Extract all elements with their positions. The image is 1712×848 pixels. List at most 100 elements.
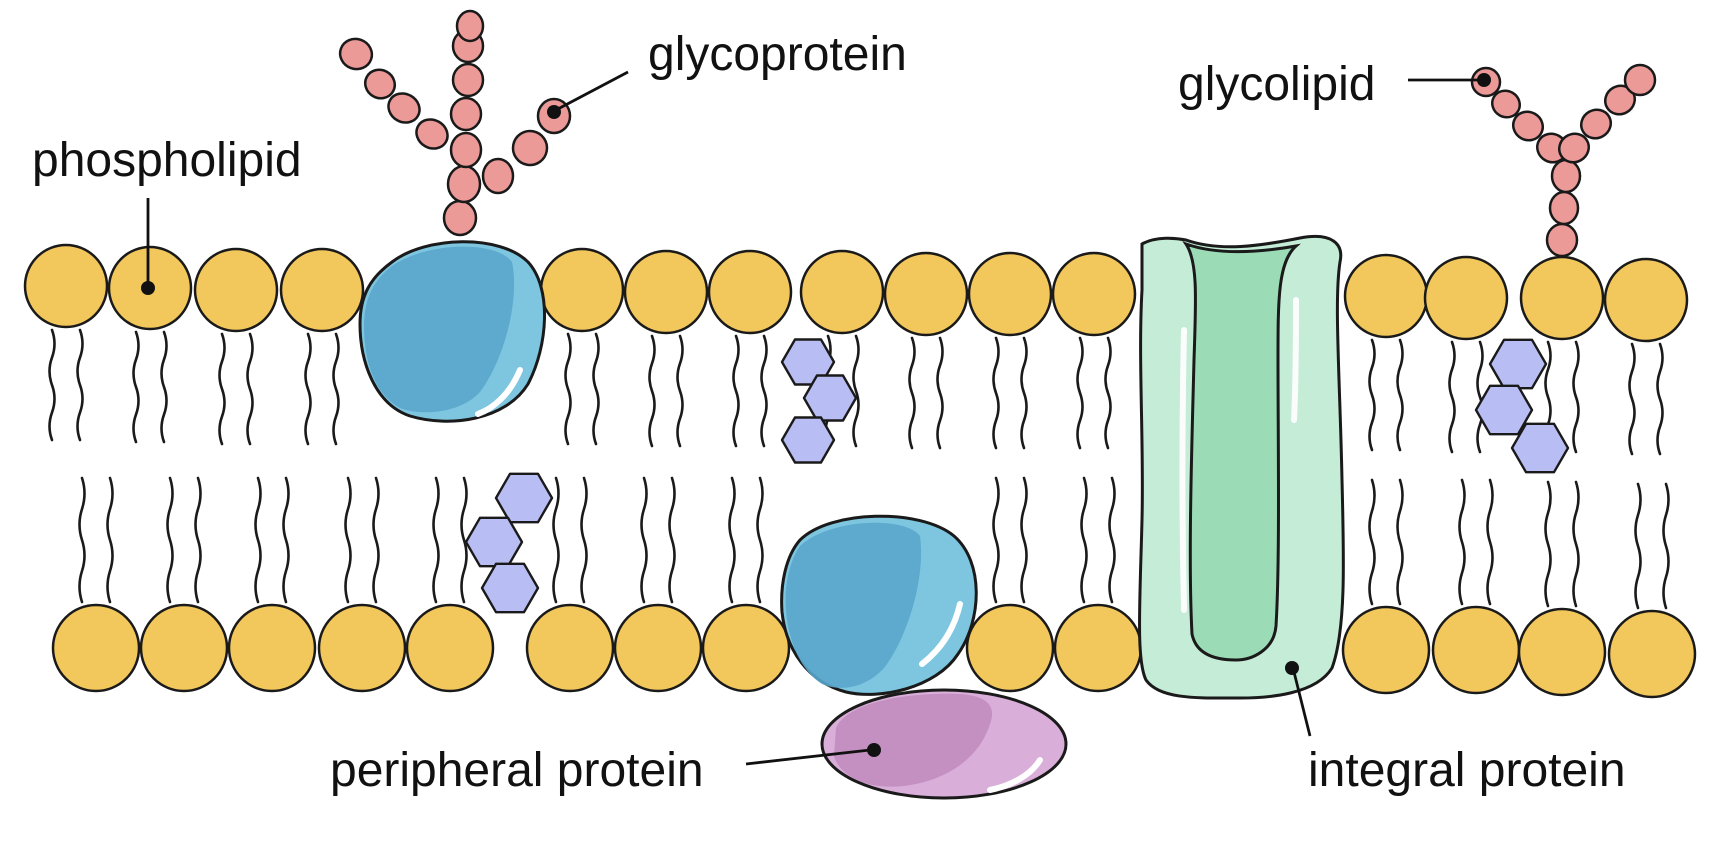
phospholipid-head (1519, 255, 1605, 341)
phospholipid-tail (282, 476, 290, 604)
phospholipid-tail (564, 332, 572, 446)
sugar-unit (449, 131, 483, 169)
phospholipid-tail (432, 476, 440, 604)
cholesterol-ring (780, 416, 836, 464)
glycoprotein-leader (555, 70, 629, 112)
cholesterol-ring (494, 472, 554, 524)
phospholipid-tail (194, 476, 202, 604)
phospholipid-head (1517, 607, 1607, 697)
phospholipid-head (539, 247, 625, 333)
phospholipid-tails (48, 328, 1670, 610)
cholesterol-ring (464, 516, 524, 568)
phospholipid-tail (218, 332, 226, 446)
peripheral-protein-highlight (987, 757, 1043, 793)
phospholipid-tail (732, 334, 740, 448)
phospholipid-tail (756, 476, 764, 604)
sugar-unit (1511, 110, 1545, 142)
protein-lower-highlight (919, 601, 963, 667)
phospholipid-tail (760, 334, 768, 448)
phospholipid-head (799, 249, 885, 335)
phospholipid-tail (1020, 476, 1028, 604)
glycoprotein-shade (364, 246, 515, 413)
phospholipid-head (707, 249, 793, 335)
phospholipid-tail (1368, 478, 1376, 606)
phospholipid-tail (460, 476, 468, 604)
phospholipid-tail (166, 476, 174, 604)
peripheral-protein-dot (867, 743, 881, 757)
phospholipid-tail (908, 336, 916, 450)
phospholipid-head (51, 603, 141, 693)
integral-protein-leader (1292, 671, 1312, 737)
phospholipid-tail (132, 330, 140, 444)
phospholipid-tail (1108, 476, 1116, 604)
sugar-unit (363, 68, 397, 100)
peripheral-protein (820, 688, 1068, 800)
sugar-unit (1490, 89, 1522, 119)
phospholipid-tail (728, 476, 736, 604)
phospholipid-tail (106, 476, 114, 604)
integral-protein-highlight-2 (1291, 297, 1299, 423)
phospholipid-head (193, 247, 279, 333)
phospholipid-head (623, 249, 709, 335)
phospholipid-tail (1656, 342, 1664, 456)
protein-lower-leaflet (780, 514, 978, 696)
phospholipid-head (1343, 253, 1429, 339)
phospholipid-tail (1486, 478, 1494, 606)
phospholipid-tail (1368, 338, 1376, 452)
cholesterol-ring (480, 562, 540, 614)
phospholipid-tail (592, 332, 600, 446)
phospholipid-tail (648, 334, 656, 448)
leader-lines (141, 70, 1491, 766)
glycolipid-label: glycolipid (1178, 58, 1375, 111)
sugar-unit (1623, 63, 1657, 97)
sugar-unit (387, 92, 421, 124)
sugar-unit (451, 62, 485, 98)
phospholipid-tail (1662, 482, 1670, 610)
glycoprotein-dot (547, 105, 561, 119)
phospholipid-tail (1458, 478, 1466, 606)
phospholipid-label: phospholipid (32, 134, 302, 187)
phospholipid-head (279, 247, 365, 333)
phospholipid-head (23, 243, 109, 329)
integral-protein-label: integral protein (1308, 744, 1626, 797)
phospholipid-tail (1476, 340, 1484, 454)
phospholipid-head (1423, 255, 1509, 341)
protein-lower-shade (785, 522, 922, 688)
phospholipid-tail (552, 476, 560, 604)
cholesterol-ring (1488, 338, 1548, 390)
cholesterol-ring (1510, 422, 1570, 474)
sugar-unit (1545, 222, 1579, 258)
integral-protein-highlight (1179, 327, 1187, 613)
cholesterol-ring (802, 374, 858, 422)
phospholipid-head (405, 603, 495, 693)
sugar-unit (442, 199, 478, 237)
phospholipid-head (613, 603, 703, 693)
sugar-unit (455, 9, 485, 43)
phospholipid-tail (76, 328, 84, 442)
phospholipid-tail (1634, 482, 1642, 610)
glycolipid-sugar-chain (1470, 63, 1657, 258)
sugar-unit (511, 129, 549, 167)
phospholipid-tail (1396, 338, 1404, 452)
integral-protein-dot (1285, 661, 1299, 675)
phospholipid-tail (676, 334, 684, 448)
phospholipid-head (1603, 257, 1689, 343)
phospholipid-tail (640, 476, 648, 604)
phospholipid-tail (1080, 476, 1088, 604)
glycoprotein-highlight (475, 367, 523, 417)
phospholipid-tail (1572, 340, 1580, 454)
glycoprotein-sugar-chain (338, 9, 572, 237)
phospholipid-tail (1396, 478, 1404, 606)
phospholipid-tail (78, 476, 86, 604)
phospholipid-tail (332, 332, 340, 446)
phospholipid-head (317, 603, 407, 693)
integral-protein-channel (1182, 241, 1301, 662)
peripheral-protein-leader (745, 748, 871, 766)
phospholipid-tail (1020, 336, 1028, 450)
phospholipid-head (1053, 603, 1143, 693)
phospholipid-tail (372, 476, 380, 604)
phospholipid-tail (254, 476, 262, 604)
phospholipid-tail (668, 476, 676, 604)
phospholipid-head (883, 251, 969, 337)
phospholipid-head (1341, 605, 1431, 695)
